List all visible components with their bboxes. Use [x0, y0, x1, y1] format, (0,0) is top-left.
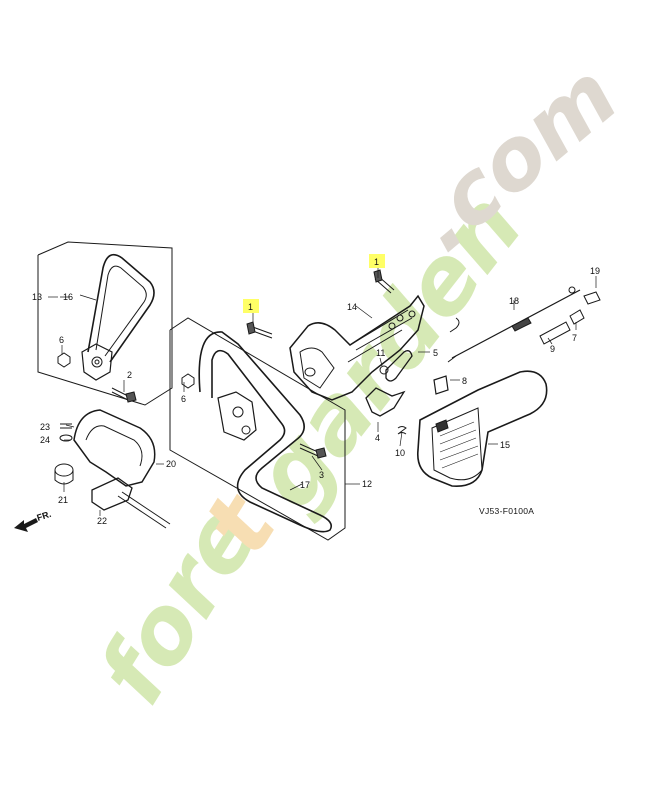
rear-handle-group: [37, 241, 173, 406]
callout-1a: 1: [248, 302, 253, 312]
front-direction-marker: FR.: [14, 509, 52, 532]
callout-12: 12: [362, 479, 372, 489]
spacer-21: [54, 463, 74, 477]
callout-2: 2: [127, 370, 132, 380]
clamp-22: [91, 477, 133, 511]
highlight-callout-1b: [369, 254, 385, 268]
lever-5: [385, 350, 413, 382]
bolt-3: [299, 443, 319, 457]
callout-10: 10: [395, 448, 405, 458]
diagram-code: VJ53-F0100A: [479, 506, 534, 516]
callout-16: 16: [63, 292, 73, 302]
callout-6a: 6: [59, 335, 64, 345]
group-box-12: [169, 317, 346, 541]
watermark: fore t garden .com: [78, 45, 637, 722]
trigger-4: [365, 387, 406, 417]
bale-handle-16: [87, 253, 155, 363]
loop-handle-group: [169, 317, 346, 541]
part-9: [539, 321, 571, 345]
cable-group: [447, 286, 601, 363]
bolt-2: [111, 387, 129, 401]
callout-1b: 1: [374, 257, 379, 267]
front-arrow-icon: [14, 518, 38, 532]
callout-9: 9: [550, 344, 555, 354]
loop-handle-17: [198, 331, 333, 533]
part-11: [379, 365, 389, 375]
leader-lines: [48, 268, 597, 516]
callout-22: 22: [97, 516, 107, 526]
switch-8: [433, 375, 449, 395]
bolt-23: [60, 423, 72, 429]
handle-clamp-16: [81, 343, 113, 381]
grip-group: [416, 370, 548, 487]
callout-13: 13: [32, 292, 42, 302]
throttle-housing-14: [289, 294, 425, 401]
washer-24: [59, 434, 73, 442]
handle-clamp-20: [73, 409, 156, 487]
callout-14: 14: [347, 302, 357, 312]
callout-20: 20: [166, 459, 176, 469]
callout-4: 4: [375, 433, 380, 443]
callout-6b: 6: [181, 394, 186, 404]
highlight-callout-1a: [243, 299, 259, 313]
callout-19: 19: [590, 266, 600, 276]
callout-21: 21: [58, 495, 68, 505]
part-7: [569, 309, 585, 325]
callout-24: 24: [40, 435, 50, 445]
nut-6a: [57, 352, 71, 368]
grip-texture: [439, 421, 479, 469]
front-label: FR.: [36, 509, 53, 523]
callout-15: 15: [500, 440, 510, 450]
callout-labels: 1 1 2 3 4 5 6 6 7 8 9 10 11 12 13 14 15 …: [32, 257, 600, 526]
callout-5: 5: [433, 348, 438, 358]
grip-15: [416, 370, 548, 487]
nut-6b: [181, 373, 195, 389]
callout-11: 11: [376, 348, 385, 358]
callout-18: 18: [509, 296, 519, 306]
part-19: [583, 291, 601, 305]
lower-left-parts: [54, 409, 171, 529]
callout-3: 3: [319, 470, 324, 480]
callout-7: 7: [572, 333, 577, 343]
callout-17: 17: [300, 480, 310, 490]
throttle-housing-group: [289, 294, 425, 435]
group-box-13: [37, 241, 173, 406]
callout-8: 8: [462, 376, 467, 386]
callout-23: 23: [40, 422, 50, 432]
